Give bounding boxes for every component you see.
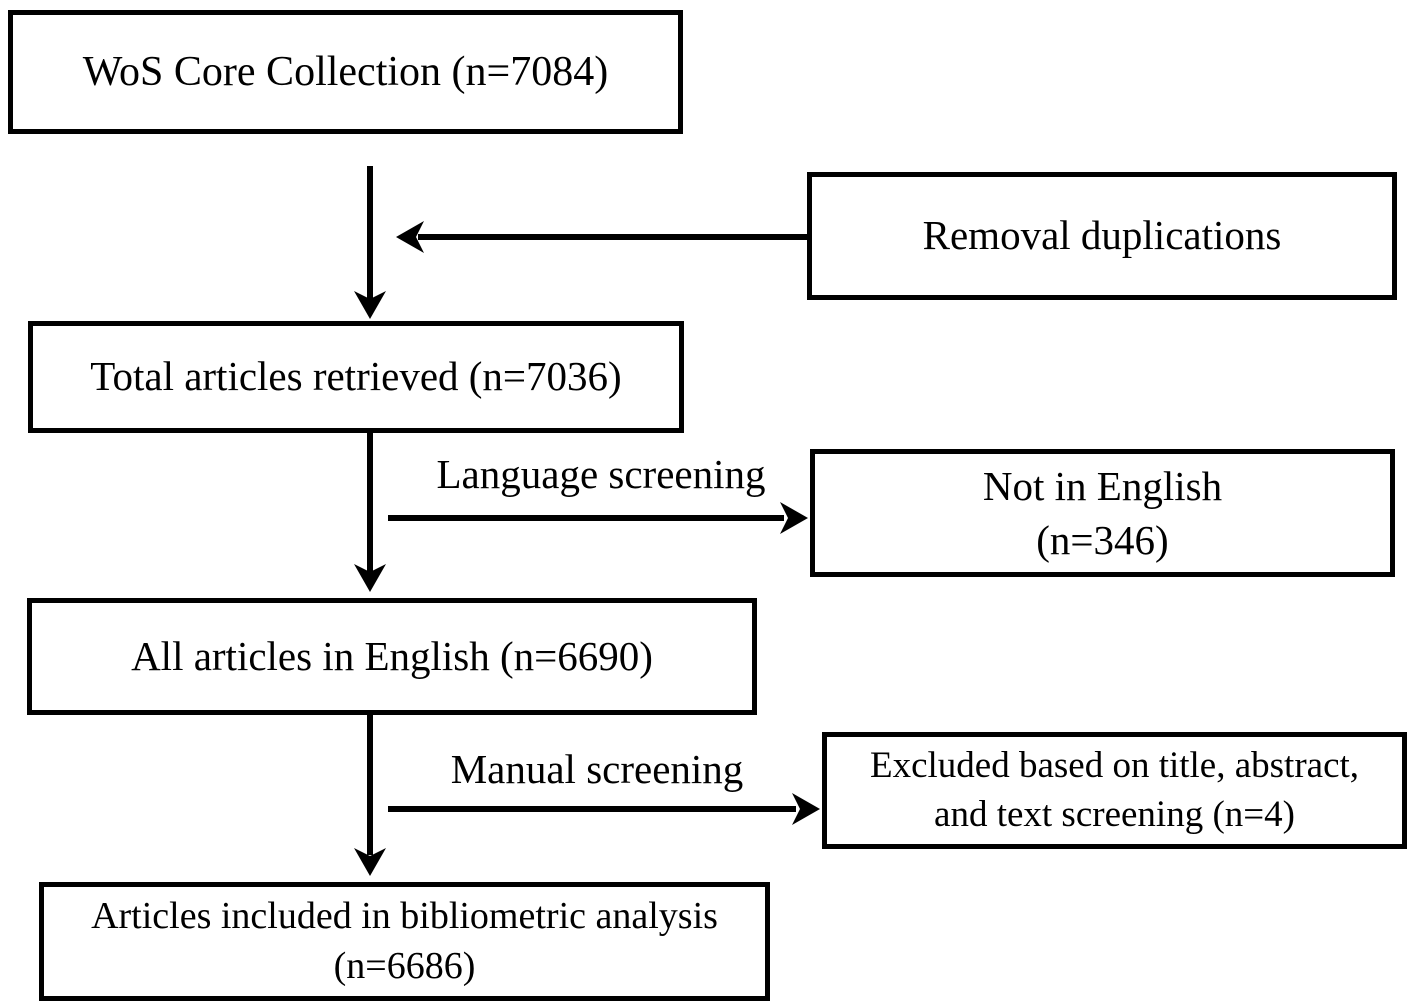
- box-total-articles-retrieved: Total articles retrieved (n=7036): [28, 321, 684, 433]
- box-articles-included-line1: Articles included in bibliometric analys…: [91, 895, 718, 938]
- box-excluded-screening-line2: and text screening (n=4): [934, 793, 1295, 835]
- arrow-wos-to-total: [354, 166, 386, 319]
- box-articles-included: Articles included in bibliometric analys…: [39, 882, 770, 1001]
- box-excluded-screening-line1: Excluded based on title, abstract,: [869, 744, 1360, 786]
- arrow-removal-to-line: [396, 221, 807, 253]
- arrow-manual-screening: [388, 793, 820, 825]
- box-wos-core-collection-label: WoS Core Collection (n=7084): [82, 48, 609, 95]
- box-not-in-english: Not in English (n=346): [810, 449, 1395, 577]
- box-total-articles-retrieved-label: Total articles retrieved (n=7036): [90, 353, 622, 400]
- box-all-articles-in-english-label: All articles in English (n=6690): [131, 632, 653, 679]
- box-removal-duplications-label: Removal duplications: [922, 212, 1282, 259]
- box-wos-core-collection: WoS Core Collection (n=7084): [8, 10, 683, 134]
- box-all-articles-in-english: All articles in English (n=6690): [27, 598, 757, 715]
- box-not-in-english-line1: Not in English: [982, 462, 1223, 509]
- box-removal-duplications: Removal duplications: [807, 172, 1397, 300]
- box-articles-included-line2: (n=6686): [333, 944, 476, 987]
- box-excluded-screening: Excluded based on title, abstract, and t…: [822, 732, 1407, 849]
- label-language-screening: Language screening: [436, 451, 766, 497]
- arrow-english-to-included: [354, 715, 386, 876]
- arrow-total-to-english: [354, 433, 386, 592]
- box-not-in-english-line2: (n=346): [1036, 517, 1169, 563]
- label-manual-screening: Manual screening: [450, 746, 744, 792]
- arrow-language-screening: [388, 502, 808, 534]
